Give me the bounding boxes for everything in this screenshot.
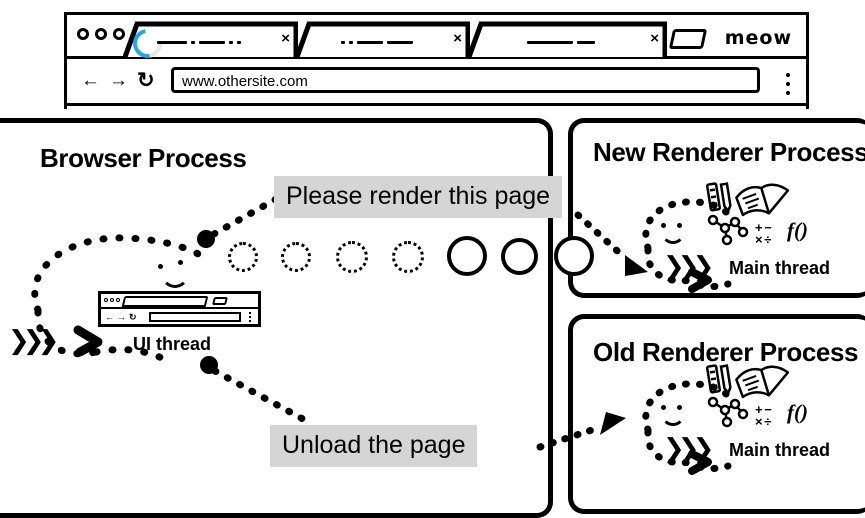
ui-thread-icon-address-bar (149, 312, 241, 322)
new-renderer-function-label: f() (787, 218, 808, 242)
old-renderer-function-label: f() (787, 400, 808, 424)
renderer-art-svg (705, 182, 790, 246)
panel-new-renderer-process: New Renderer Process (568, 118, 865, 298)
reload-icon[interactable]: ↻ (137, 69, 155, 92)
window-controls[interactable] (77, 28, 125, 40)
tab-shape (467, 21, 667, 58)
new-renderer-thread-label: Main thread (729, 258, 831, 278)
ipc-circle-dotted-2 (281, 242, 311, 272)
old-renderer-math-row-1: + − (755, 402, 772, 417)
tab-shape (295, 21, 470, 58)
ipc-circle-dotted-1 (228, 242, 258, 272)
browser-tab-2[interactable]: × (295, 21, 470, 59)
new-renderer-work-icons (705, 178, 801, 250)
address-bar[interactable]: www.othersite.com (171, 67, 760, 93)
tab-close-icon[interactable]: × (453, 30, 462, 47)
browser-toolbar: ← → ↻ www.othersite.com (67, 59, 806, 106)
browser-process-title: Browser Process (40, 143, 247, 173)
tab-title-placeholder (157, 34, 272, 46)
tab-close-icon[interactable]: × (650, 30, 659, 47)
old-renderer-work-icons (705, 360, 801, 432)
ui-thread-icon-window-dots (104, 298, 120, 302)
ui-thread-icon-new-tab (212, 297, 228, 305)
new-renderer-title: New Renderer Process (593, 137, 865, 167)
forward-icon[interactable]: → (109, 70, 128, 91)
brand-label: meow (724, 27, 792, 49)
new-renderer-math-row-2: × ÷ (755, 232, 771, 247)
new-tab-button[interactable] (668, 29, 708, 49)
old-renderer-thread-label: Main thread (729, 440, 831, 460)
browser-window: × × × meow ← → ↻ ww (64, 12, 809, 109)
new-renderer-speed-chevrons-icon: ❯❯❯ (663, 252, 714, 282)
ipc-circle-solid-1 (447, 236, 487, 276)
tab-title-placeholder (527, 34, 641, 46)
ui-thread-face-icon (152, 258, 206, 292)
browser-tab-3[interactable]: × (467, 21, 667, 59)
ui-thread-label: UI thread (133, 334, 212, 354)
ipc-circle-solid-crossing (554, 236, 594, 276)
tab-strip: × × × meow (67, 15, 806, 64)
address-bar-value: www.othersite.com (182, 73, 308, 90)
back-icon[interactable]: ← (81, 70, 100, 91)
ui-thread-icon-toolbar: ←→↻ (101, 309, 258, 327)
message-unload-page: Unload the page (270, 425, 478, 467)
browser-viewport (67, 106, 806, 115)
new-renderer-math-row-1: + − (755, 220, 772, 235)
browser-tab-active[interactable]: × (123, 21, 298, 64)
old-renderer-math-row-2: × ÷ (755, 414, 771, 429)
browser-speed-chevrons-icon: ❯❯❯ (8, 326, 59, 356)
tab-shape (123, 21, 298, 58)
window-control-dot[interactable] (95, 28, 107, 40)
ipc-circle-dotted-4 (392, 241, 424, 273)
kebab-menu-icon[interactable] (786, 73, 790, 100)
ui-thread-icon-tab (121, 296, 209, 307)
ipc-circle-solid-2 (501, 238, 538, 275)
old-renderer-face-icon (655, 400, 709, 434)
ui-thread-icon-nav-icons: ←→↻ (105, 312, 140, 322)
old-renderer-title: Old Renderer Process (593, 337, 859, 367)
new-renderer-face-icon (655, 218, 709, 252)
ui-thread-icon-tabstrip (101, 294, 258, 309)
window-control-dot[interactable] (77, 28, 89, 40)
renderer-art-svg (705, 364, 790, 428)
old-renderer-speed-chevrons-icon: ❯❯❯ (663, 434, 714, 464)
message-please-render: Please render this page (274, 176, 563, 218)
window-control-dot[interactable] (113, 28, 125, 40)
ui-thread-browser-icon: ←→↻ (98, 291, 261, 327)
tab-title-placeholder (341, 34, 444, 46)
ipc-circle-dotted-3 (336, 241, 368, 273)
ui-thread-icon-kebab-icon (249, 312, 251, 324)
tab-close-icon[interactable]: × (281, 30, 290, 47)
